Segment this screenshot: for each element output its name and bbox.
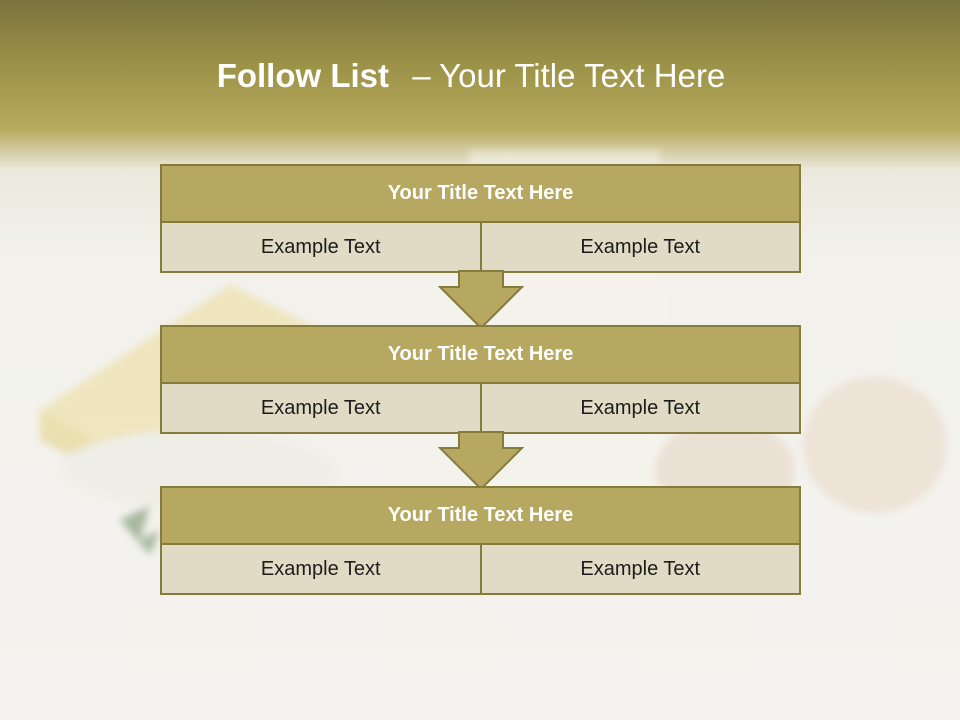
- block-row: Example Text Example Text: [162, 223, 799, 271]
- title-rest: – Your Title Text Here: [412, 57, 726, 94]
- block-title: Your Title Text Here: [162, 327, 799, 384]
- block-cell-right: Example Text: [479, 384, 799, 432]
- follow-block-1: Your Title Text Here Example Text Exampl…: [160, 164, 801, 273]
- block-row: Example Text Example Text: [162, 384, 799, 432]
- down-arrow-icon: [438, 431, 524, 491]
- title-bold: Follow List: [216, 57, 390, 94]
- block-title: Your Title Text Here: [162, 488, 799, 545]
- follow-block-2: Your Title Text Here Example Text Exampl…: [160, 325, 801, 434]
- down-arrow-icon: [438, 270, 524, 330]
- block-cell-right: Example Text: [479, 223, 799, 271]
- slide-title: Follow List – Your Title Text Here: [0, 52, 942, 100]
- block-title: Your Title Text Here: [162, 166, 799, 223]
- block-cell-left: Example Text: [162, 384, 480, 432]
- block-cell-right: Example Text: [479, 545, 799, 593]
- block-cell-left: Example Text: [162, 545, 480, 593]
- block-cell-left: Example Text: [162, 223, 480, 271]
- block-row: Example Text Example Text: [162, 545, 799, 593]
- follow-block-3: Your Title Text Here Example Text Exampl…: [160, 486, 801, 595]
